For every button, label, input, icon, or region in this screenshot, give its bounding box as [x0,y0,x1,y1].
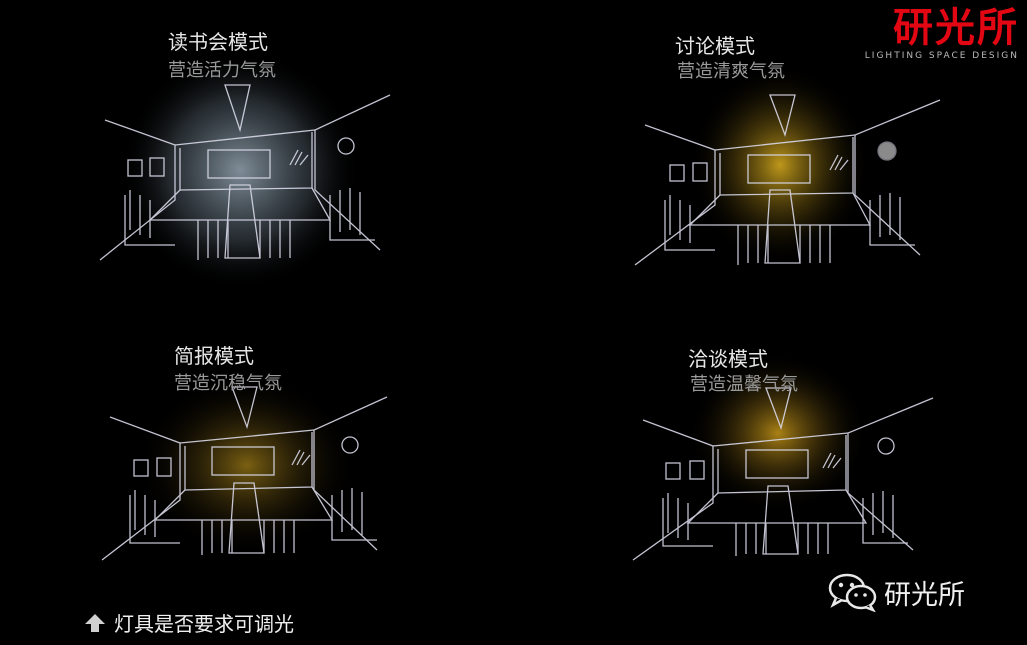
mode-title: 洽谈模式 [688,347,768,371]
mode-subtitle: 营造温馨气氛 [690,374,798,395]
light-glow [120,50,360,290]
mode-title: 简报模式 [174,344,254,368]
mode-subtitle: 营造清爽气氛 [677,61,785,82]
sketch-room-illustration [99,50,391,290]
light-glow [690,65,870,265]
panel-reading-mode: 读书会模式 营造活力气氛 [80,20,410,320]
panel-discussion-mode: 讨论模式 营造清爽气氛 [615,25,945,325]
sketch-room-illustration [101,375,388,561]
up-arrow-icon [85,613,105,632]
panel-negotiation-mode: 洽谈模式 营造温馨气氛 [618,338,948,638]
wechat-account-name: 研光所 [884,579,965,611]
logo-chinese-text: 研光所 [893,4,1019,51]
room-sketch [99,84,391,261]
logo-english-text: LIGHTING SPACE DESIGN [864,51,1019,61]
mode-title: 读书会模式 [168,30,268,54]
dimmable-question-text: 灯具是否要求可调光 [114,612,294,636]
sketch-room-illustration [632,353,934,561]
dimmable-question: 灯具是否要求可调光 [84,608,294,637]
mode-subtitle: 营造活力气氛 [168,60,276,81]
sketch-room-illustration [634,65,941,266]
wechat-icon [828,573,877,612]
room-sketch [101,386,388,561]
brand-logo: 研光所 LIGHTING SPACE DESIGN [859,6,1019,62]
mode-subtitle: 营造沉稳气氛 [174,373,282,394]
wechat-account-brand: 研光所 [828,572,965,612]
light-glow [688,353,868,513]
room-sketch [634,94,941,266]
panel-briefing-mode: 简报模式 营造沉稳气氛 [82,335,412,635]
mode-title: 讨论模式 [675,34,755,58]
room-sketch [632,387,934,561]
light-glow [137,375,357,555]
